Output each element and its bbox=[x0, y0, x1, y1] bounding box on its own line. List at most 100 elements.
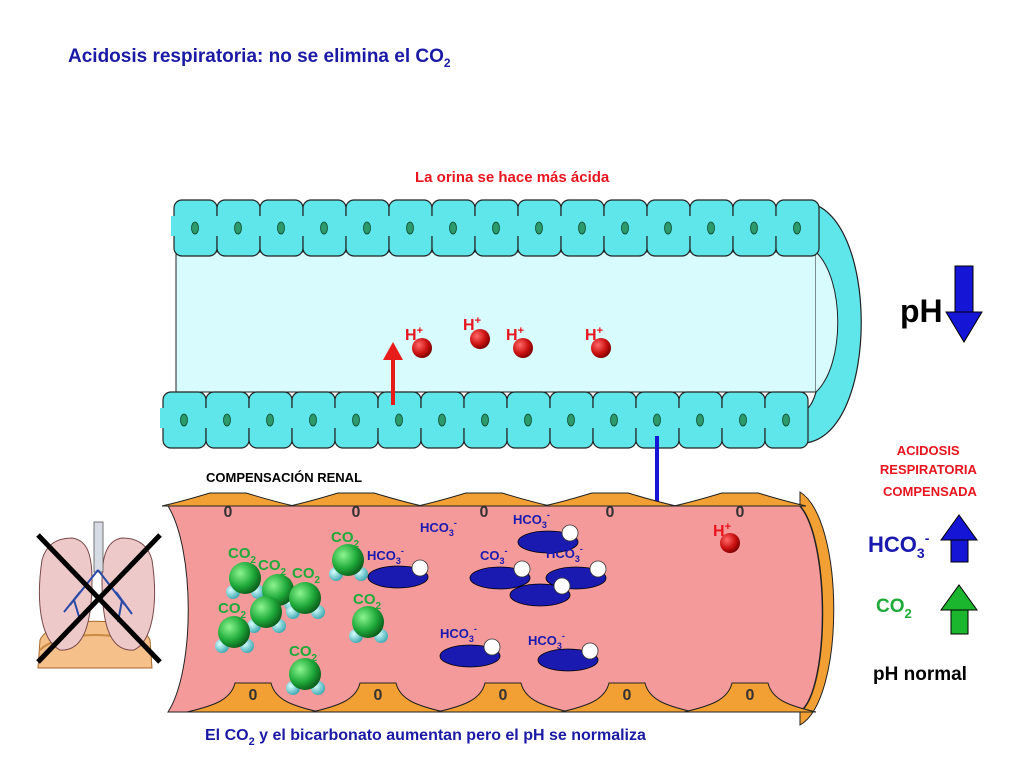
co2-molecule bbox=[329, 544, 368, 581]
tubule-top-cells bbox=[171, 199, 820, 257]
compensation-label: COMPENSACIÓN RENAL bbox=[206, 470, 362, 485]
cell-nucleus bbox=[535, 221, 543, 235]
tubule-cell bbox=[418, 391, 465, 449]
bicarbonate-bean bbox=[517, 524, 579, 554]
tubule-lumen bbox=[175, 251, 817, 393]
ph-label: pH bbox=[900, 293, 943, 329]
endothelial-nucleus: 0 bbox=[480, 504, 489, 521]
cell-nucleus bbox=[578, 221, 586, 235]
bicarbonate-label: CO3- bbox=[480, 546, 508, 566]
tubule-cell bbox=[687, 199, 734, 257]
endothelial-cell: 0 bbox=[186, 682, 320, 713]
bicarbonate-label: HCO3- bbox=[367, 546, 404, 566]
bicarbonate-bean bbox=[367, 559, 429, 589]
endothelial-nucleus: 0 bbox=[249, 687, 258, 704]
secretion-arrow bbox=[383, 342, 403, 405]
tubule-cell bbox=[171, 199, 218, 257]
page-title: Acidosis respiratoria: no se elimina el … bbox=[68, 46, 451, 70]
bicarbonate-molecules: HCO3-HCO3-HCO3-CO3-HCO3-HCO3-HCO3- bbox=[367, 510, 607, 672]
proton-molecule: H+ bbox=[506, 325, 533, 358]
tubule-cell bbox=[547, 391, 594, 449]
endothelial-nucleus: 0 bbox=[736, 504, 745, 521]
endothelial-cell: 0 bbox=[289, 492, 423, 521]
endothelial-nucleus: 0 bbox=[499, 687, 508, 704]
tubule-cell bbox=[762, 391, 809, 449]
cell-nucleus bbox=[223, 413, 231, 427]
endothelial-nucleus: 0 bbox=[224, 504, 233, 521]
proton-ball bbox=[470, 329, 490, 349]
blood-protons: H+ bbox=[713, 521, 740, 553]
endothelial-nucleus: 0 bbox=[352, 504, 361, 521]
tubule-cell bbox=[257, 199, 304, 257]
cell-nucleus bbox=[739, 413, 747, 427]
tubule-cell bbox=[332, 391, 379, 449]
endothelial-cell: 0 bbox=[417, 492, 551, 521]
tubule-cell bbox=[601, 199, 648, 257]
tubule-cell bbox=[289, 391, 336, 449]
cell-nucleus bbox=[449, 221, 457, 235]
tubule-cell bbox=[644, 199, 691, 257]
bicarbonate-bean bbox=[537, 642, 599, 672]
cell-nucleus bbox=[696, 413, 704, 427]
tubule-cell bbox=[386, 199, 433, 257]
cell-nucleus bbox=[782, 413, 790, 427]
bicarbonate-label: HCO3- bbox=[440, 624, 477, 644]
cell-nucleus bbox=[320, 221, 328, 235]
renal-tubule bbox=[160, 199, 862, 449]
bicarbonate-bean bbox=[509, 577, 571, 607]
ph-down-arrow-icon bbox=[945, 265, 983, 343]
endothelial-nucleus: 0 bbox=[606, 504, 615, 521]
bicarbonate-label: HCO3- bbox=[420, 518, 457, 538]
tubule-cell bbox=[730, 199, 777, 257]
bicarbonate-label: HCO3- bbox=[546, 544, 583, 564]
cell-nucleus bbox=[653, 413, 661, 427]
endothelial-cell: 0 bbox=[560, 682, 694, 713]
co2-molecule bbox=[286, 582, 325, 619]
tubule-cell bbox=[515, 199, 562, 257]
legend-co2-label: CO2 bbox=[876, 596, 912, 621]
vessel-top-endothelium: 0 0 0 0 0 bbox=[161, 492, 807, 521]
vessel-bottom-endothelium: 0 0 0 0 0 bbox=[186, 682, 817, 713]
cell-nucleus bbox=[481, 413, 489, 427]
co2-label: CO2 bbox=[218, 600, 247, 621]
tubule-protons: H+H+H+H+ bbox=[405, 315, 611, 358]
bottom-caption: El CO2 y el bicarbonato aumentan pero el… bbox=[205, 727, 646, 748]
tubule-cell bbox=[472, 199, 519, 257]
tubule-cell bbox=[343, 199, 390, 257]
endothelial-nucleus: 0 bbox=[746, 687, 755, 704]
cell-nucleus bbox=[492, 221, 500, 235]
tubule-cell bbox=[375, 391, 422, 449]
tubule-cell bbox=[203, 391, 250, 449]
cell-nucleus bbox=[621, 221, 629, 235]
tubule-cell bbox=[429, 199, 476, 257]
co2-molecule bbox=[226, 562, 265, 599]
cell-nucleus bbox=[277, 221, 285, 235]
proton-label: H+ bbox=[405, 325, 423, 344]
cell-nucleus bbox=[610, 413, 618, 427]
co2-molecule bbox=[286, 658, 325, 695]
cell-nucleus bbox=[395, 413, 403, 427]
proton-molecule: H+ bbox=[585, 325, 611, 358]
proton-label: H+ bbox=[506, 325, 524, 344]
tubule-cell bbox=[558, 199, 605, 257]
bicarbonate-bean bbox=[439, 638, 501, 668]
cell-nucleus bbox=[406, 221, 414, 235]
co2-label: CO2 bbox=[258, 557, 287, 578]
bicarbonate-bean bbox=[469, 560, 531, 590]
tubule-cell bbox=[214, 199, 261, 257]
cell-nucleus bbox=[363, 221, 371, 235]
cell-nucleus bbox=[567, 413, 575, 427]
cell-nucleus bbox=[750, 221, 758, 235]
endothelial-cell: 0 bbox=[683, 682, 817, 713]
endothelial-cell: 0 bbox=[311, 682, 445, 713]
blocked-x-icon bbox=[36, 533, 162, 664]
tubule-cell bbox=[160, 391, 207, 449]
cell-nucleus bbox=[352, 413, 360, 427]
cell-nucleus bbox=[234, 221, 242, 235]
hco3-up-arrow-icon bbox=[940, 514, 978, 563]
legend-ph-normal: pH normal bbox=[873, 664, 967, 685]
lungs-icon bbox=[37, 521, 156, 669]
tubule-cell bbox=[676, 391, 723, 449]
co2-molecule bbox=[215, 616, 254, 653]
